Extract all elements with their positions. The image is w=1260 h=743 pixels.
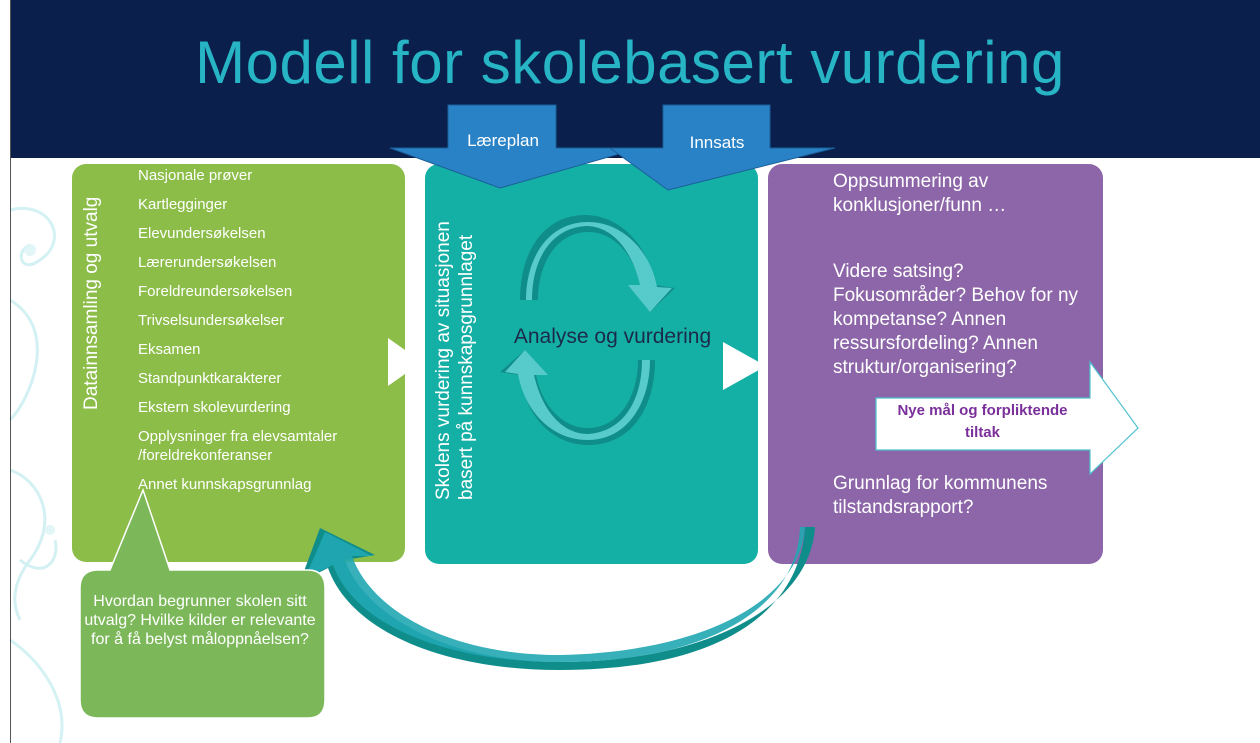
- callout-bubble: [79, 487, 326, 719]
- laereplan-arrow: [389, 104, 641, 189]
- data-collection-box: [72, 164, 405, 562]
- innsats-arrow: [608, 104, 836, 191]
- list-item: Opplysninger fra elevsamtaler /foreldrek…: [138, 428, 338, 464]
- output-arrow: [875, 360, 1139, 476]
- list-item: Foreldreundersøkelsen: [138, 283, 293, 300]
- results-box: [768, 164, 1103, 564]
- header-bar: [10, 0, 1260, 158]
- cycle-arrows: [500, 215, 675, 445]
- report-basis-text: Grunnlag for kommunens tilstandsrapport?: [833, 473, 1048, 518]
- list-item: Elevundersøkelsen: [138, 225, 266, 242]
- list-item: Eksamen: [138, 341, 201, 358]
- list-item: Trivselsundersøkelser: [138, 312, 285, 329]
- output-arrow-label: Nye mål og forpliktende tiltak: [897, 402, 1068, 441]
- callout-text: Hvordan begrunner skolen sitt utvalg? Hv…: [84, 593, 316, 648]
- data-collection-heading: Datainnsamling og utvalg: [81, 196, 102, 410]
- cycle-label: Analyse og vurdering: [513, 325, 712, 348]
- laereplan-label: Læreplan: [467, 131, 539, 150]
- slide-title: Modell for skolebasert vurdering: [195, 29, 1065, 96]
- list-item: Lærerundersøkelsen: [138, 254, 277, 271]
- play-arrow-2: [723, 342, 766, 390]
- findings-text: Oppsummering av konklusjoner/funn …: [833, 171, 1007, 216]
- list-item: Standpunktkarakterer: [138, 370, 282, 387]
- analysis-heading-line2: basert på kunnskapsgrunnlaget: [456, 234, 477, 500]
- next-steps-text: Videre satsing? Fokusområder? Behov for …: [833, 261, 1079, 378]
- list-item: Ekstern skolevurdering: [138, 399, 291, 416]
- data-source-list: Nasjonale prøver Kartlegginger Elevunder…: [138, 166, 398, 504]
- list-item: Annet kunnskapsgrunnlag: [138, 476, 312, 493]
- feedback-arrow: [300, 527, 815, 670]
- slide-border: [10, 0, 11, 743]
- list-item: Kartlegginger: [138, 196, 228, 213]
- innsats-label: Innsats: [689, 133, 745, 152]
- play-arrow-1: [388, 338, 422, 386]
- analysis-heading-line1: Skolens vurdering av situasjonen: [433, 221, 454, 500]
- list-item: Nasjonale prøver: [138, 167, 253, 184]
